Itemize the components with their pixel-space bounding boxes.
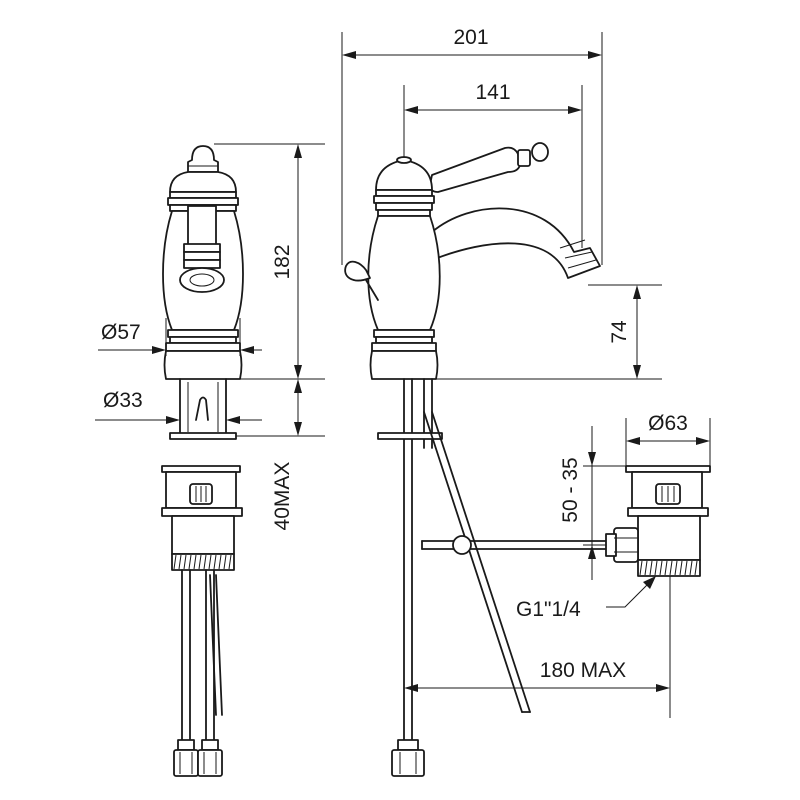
dim-overall-width-label: 201 <box>453 26 488 49</box>
dim-spout-height-label: 74 <box>608 320 631 344</box>
dim-base-diameter-label: Ø57 <box>101 321 141 344</box>
dim-rod-length-label: 180 MAX <box>540 659 626 682</box>
dim-hole-diameter-label: Ø33 <box>103 389 143 412</box>
dimension-201: 201 <box>341 26 603 265</box>
dimension-d63: Ø63 <box>625 412 711 466</box>
dimension-thread-callout: G1"1/4 <box>516 576 656 621</box>
dimension-180max: 180 MAX <box>404 576 671 718</box>
dimension-d57: Ø57 <box>98 318 262 356</box>
dimension-182: 182 <box>214 143 325 380</box>
dim-waste-depth-label: 50 - 35 <box>559 457 582 522</box>
dimension-74: 74 <box>436 284 662 380</box>
dim-waste-thread-label: G1"1/4 <box>516 598 581 621</box>
dim-spout-reach-label: 141 <box>475 81 510 104</box>
dimension-40max: 40MAX <box>236 379 325 530</box>
dimension-141: 141 <box>403 81 583 248</box>
thread-hatching <box>173 554 232 570</box>
dim-deck-thickness-label: 40MAX <box>271 462 294 531</box>
front-view <box>161 145 244 777</box>
dim-waste-diameter-label: Ø63 <box>648 412 688 435</box>
side-view <box>344 142 611 777</box>
waste-thread-hatching <box>639 560 698 576</box>
dim-body-height-label: 182 <box>271 244 294 279</box>
waste-detail <box>605 465 711 577</box>
dimension-d33: Ø33 <box>95 389 262 426</box>
dimension-50-35: 50 - 35 <box>559 426 626 580</box>
